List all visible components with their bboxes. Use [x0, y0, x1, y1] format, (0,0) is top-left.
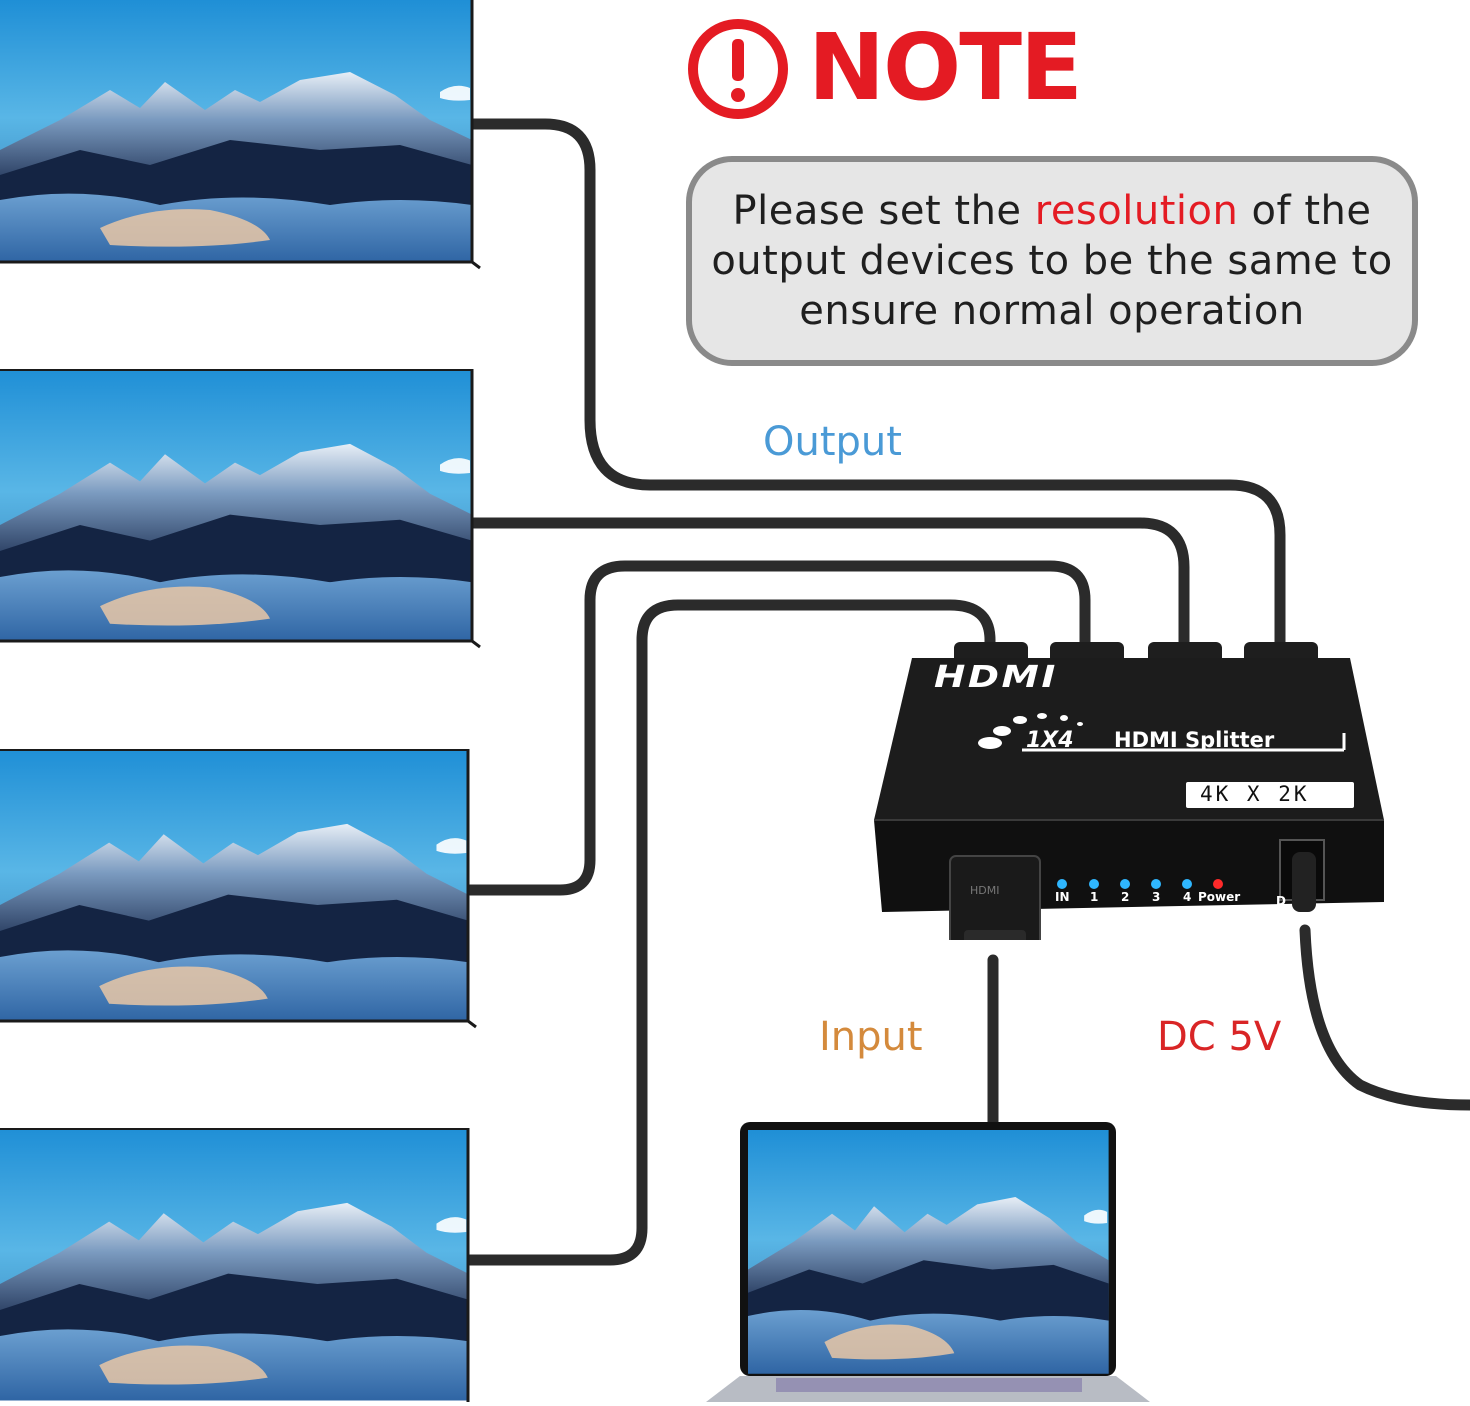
led-label-1: 1: [1090, 890, 1099, 904]
dc-port-label: D: [1276, 894, 1286, 908]
cable-output-3: [464, 560, 1091, 896]
device-brand: HDMI: [934, 660, 1058, 695]
resolution-badge-bg: [1186, 782, 1354, 808]
led-label-2: 2: [1121, 890, 1130, 904]
exclamation-circle-icon: [688, 19, 788, 119]
input-label: Input: [819, 1014, 923, 1060]
input-plug-label: HDMI: [970, 884, 1000, 897]
note-text-part1: Please set the: [732, 188, 1035, 234]
dc-5v-label: DC 5V: [1157, 1014, 1282, 1060]
output-display-4: [0, 1128, 478, 1402]
led-label-power: Power: [1198, 890, 1241, 904]
led-label-3: 3: [1152, 890, 1161, 904]
led-1: [1089, 879, 1099, 889]
note-box: Please set the resolution of the output …: [686, 156, 1418, 366]
decorative-dots: [978, 713, 1083, 749]
led-power: [1213, 879, 1223, 889]
input-plug: [949, 855, 1041, 959]
note-text-part2: of the output devices to be the same to …: [711, 188, 1393, 334]
cable-output-2: [466, 517, 1190, 656]
led-4: [1182, 879, 1192, 889]
hdmi-splitter: HDMI 1X4 HDMI Splitter 4K X 2K HDMI IN 1…: [872, 640, 1392, 959]
led-3: [1151, 879, 1161, 889]
output-label: Output: [763, 419, 902, 465]
note-text: Please set the resolution of the output …: [692, 186, 1412, 336]
output-display-1: [0, 0, 482, 270]
cable-output-4: [464, 599, 996, 1266]
output-display-3: [0, 749, 478, 1031]
device-model-prefix: 1X4: [1026, 728, 1074, 753]
led-in: [1057, 879, 1067, 889]
led-label-4: 4: [1183, 890, 1192, 904]
laptop-screen: [748, 1130, 1109, 1374]
output-display-2: [0, 369, 482, 651]
cable-output-1: [466, 118, 1286, 656]
led-2: [1120, 879, 1130, 889]
status-leds: [1057, 879, 1223, 889]
note-heading: NOTE: [808, 14, 1083, 121]
note-text-highlight: resolution: [1034, 188, 1239, 234]
led-label-in: IN: [1055, 890, 1070, 904]
cable-dc: [1299, 924, 1470, 1111]
device-model-name: HDMI Splitter: [1114, 728, 1275, 752]
resolution-badge: 4K X 2K: [1200, 782, 1310, 806]
hdmi-cables: [464, 118, 1470, 1266]
laptop-source: [706, 1122, 1150, 1406]
